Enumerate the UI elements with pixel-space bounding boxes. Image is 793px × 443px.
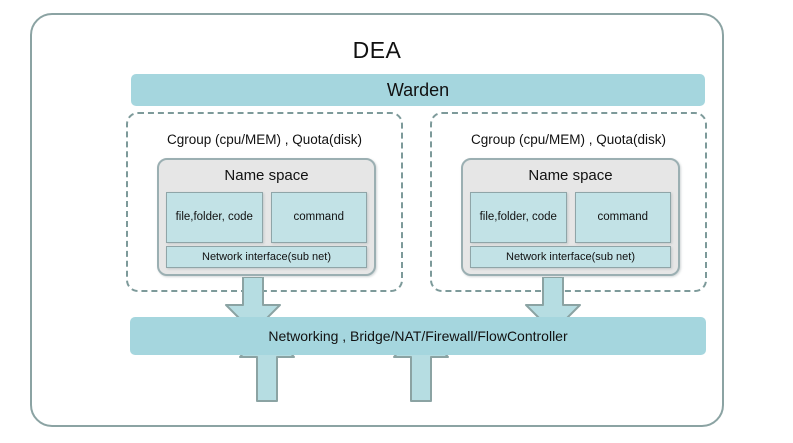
namespace-panel-right: Name space file,folder, code command Net…: [461, 158, 680, 276]
cgroup-label-left: Cgroup (cpu/MEM) , Quota(disk): [166, 132, 363, 147]
cgroup-container-left: Cgroup (cpu/MEM) , Quota(disk) Name spac…: [126, 112, 403, 292]
namespace-cell-command-right: command: [574, 192, 671, 243]
cgroup-label-right: Cgroup (cpu/MEM) , Quota(disk): [470, 132, 667, 147]
namespace-panel-left: Name space file,folder, code command Net…: [157, 158, 376, 276]
warden-bar: Warden: [131, 74, 705, 106]
network-interface-box-right: Network interface(sub net): [470, 246, 671, 268]
networking-bar: Networking , Bridge/NAT/Firewall/FlowCon…: [130, 317, 706, 355]
networking-label: Networking , Bridge/NAT/Firewall/FlowCon…: [268, 328, 568, 344]
namespace-title-left: Name space: [224, 167, 309, 184]
network-interface-box-left: Network interface(sub net): [166, 246, 367, 268]
namespace-cell-file-folder-code-right: file,folder, code: [470, 192, 567, 243]
dea-outer-frame: DEA Warden Cgroup (cpu/MEM) , Quota(disk…: [30, 13, 724, 427]
namespace-cell-row-right: file,folder, code command: [470, 192, 671, 243]
namespace-cell-file-folder-code-left: file,folder, code: [166, 192, 263, 243]
page-title: DEA: [352, 37, 402, 63]
namespace-cell-command-left: command: [270, 192, 367, 243]
cgroup-container-right: Cgroup (cpu/MEM) , Quota(disk) Name spac…: [430, 112, 707, 292]
warden-label: Warden: [386, 79, 450, 100]
namespace-title-right: Name space: [528, 167, 613, 184]
namespace-cell-row-left: file,folder, code command: [166, 192, 367, 243]
